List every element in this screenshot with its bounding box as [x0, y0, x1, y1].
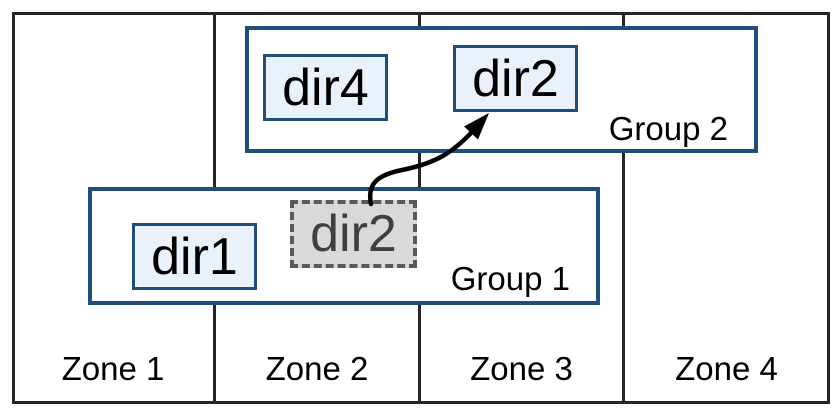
- group-1-box: dir1 dir2 Group 1: [88, 187, 600, 305]
- zone-label-3: Zone 3: [470, 349, 573, 387]
- zone-label-4: Zone 4: [675, 349, 778, 387]
- dir1-box: dir1: [132, 223, 257, 290]
- dir4-box: dir4: [263, 54, 388, 121]
- dir2-target-box: dir2: [453, 45, 578, 112]
- group-2-box: dir4 dir2 Group 2: [245, 26, 758, 153]
- zone-label-2: Zone 2: [265, 349, 369, 387]
- zone-label-1: Zone 1: [61, 349, 165, 387]
- dir4-label: dir4: [282, 58, 369, 117]
- dir2-ghost-label: dir2: [310, 205, 397, 263]
- dir2-target-label: dir2: [472, 49, 559, 108]
- group-2-label: Group 2: [608, 109, 728, 147]
- diagram-frame: [12, 12, 830, 404]
- dir2-ghost-box: dir2: [290, 200, 417, 268]
- dir1-label: dir1: [151, 227, 238, 286]
- group-1-label: Group 1: [450, 259, 570, 297]
- zone-divider-3-4: [622, 13, 625, 403]
